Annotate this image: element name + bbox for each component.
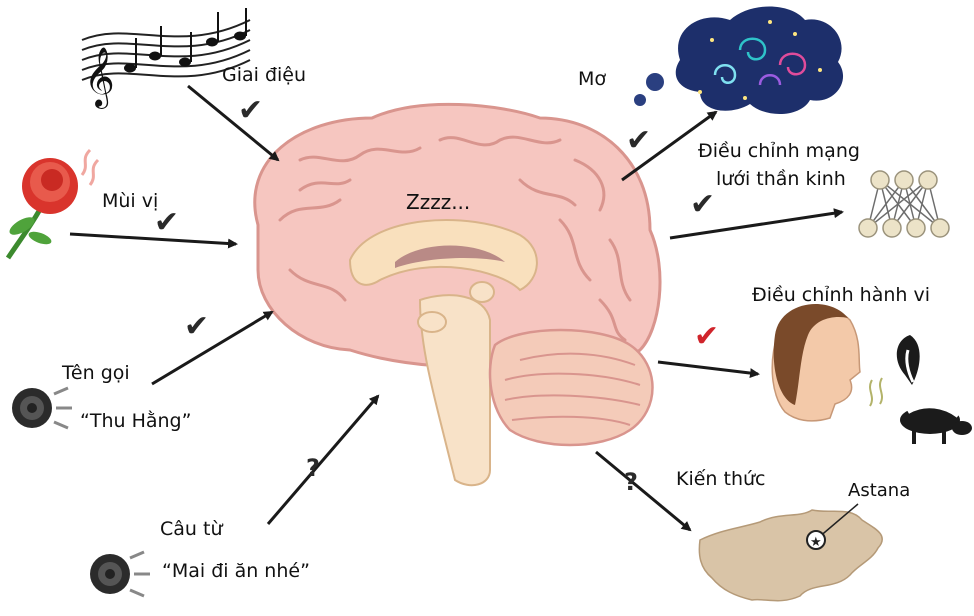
behavior-label: Điều chỉnh hành vi: [752, 284, 930, 306]
sentence-quote: “Mai đi ăn nhé”: [162, 560, 310, 582]
question-icon-sentence: ?: [306, 454, 320, 482]
map-icon: ★: [698, 503, 883, 602]
check-icon-melody: ✔: [238, 93, 264, 128]
network-label-line2: lưới thần kinh: [716, 168, 846, 190]
arrow-behavior: [657, 360, 760, 379]
arrow-smell: [69, 232, 238, 249]
svg-text:★: ★: [810, 535, 822, 550]
music-notes-icon: 𝄞: [81, 8, 251, 109]
network-label-line1: Điều chỉnh mạng: [698, 140, 860, 162]
question-icon-knowledge: ?: [624, 468, 638, 496]
sentence-label: Câu từ: [160, 518, 223, 540]
map-city-label: Astana: [848, 480, 911, 501]
check-icon-smell: ✔: [154, 205, 180, 240]
person-face-icon: [771, 303, 861, 422]
knowledge-label: Kiến thức: [676, 468, 766, 490]
name-label: Tên gọi: [62, 362, 130, 384]
speaker-icon-sentence: [90, 550, 150, 598]
brain-illustration: [253, 102, 662, 487]
check-icon-dream: ✔: [626, 123, 652, 158]
check-icon-name: ✔: [184, 309, 210, 344]
speaker-icon-name: [12, 386, 72, 430]
arrow-name: [151, 310, 274, 386]
arrow-dream: [621, 110, 718, 182]
name-quote: “Thu Hằng”: [80, 410, 192, 432]
arrow-sentence: [266, 394, 380, 525]
arrow-network: [669, 208, 844, 240]
melody-label: Giai điệu: [222, 64, 307, 86]
skunk-icon: [869, 335, 972, 444]
dream-cloud-icon: [634, 6, 844, 115]
sleep-text: Zzzz...: [406, 190, 471, 214]
smell-label: Mùi vị: [102, 190, 159, 212]
dream-label: Mơ: [578, 68, 607, 90]
rose-icon: [5, 148, 100, 260]
check-icon-behavior: ✔: [694, 319, 720, 354]
check-icon-network: ✔: [690, 187, 716, 222]
arrow-knowledge: [595, 450, 692, 532]
svg-text:𝄞: 𝄞: [84, 47, 115, 109]
arrow-melody: [187, 84, 280, 162]
arrows: [69, 84, 844, 532]
neural-network-icon: [858, 170, 950, 238]
